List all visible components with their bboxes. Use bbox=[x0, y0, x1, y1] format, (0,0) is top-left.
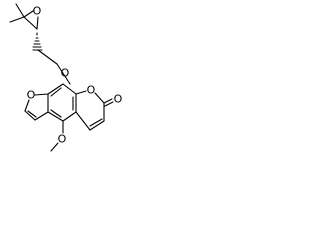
ch2-bond-2 bbox=[56, 63, 71, 85]
carbonyl-double-bond-2 bbox=[104, 101, 114, 107]
methoxy-oxygen-label: O bbox=[58, 133, 67, 146]
lactone-oxygen-label: O bbox=[87, 84, 96, 97]
epoxide-bond-c-o-right bbox=[36, 16, 39, 30]
methoxy-group: O bbox=[50, 120, 67, 152]
benzene-ring bbox=[47, 83, 77, 122]
furan-oxygen-label: O bbox=[27, 89, 36, 102]
methyl-bond-2 bbox=[9, 16, 25, 23]
furan-ring: O bbox=[24, 89, 49, 121]
epoxide-bond-c-c bbox=[23, 16, 38, 30]
ch2-bond-1 bbox=[37, 49, 58, 65]
methyl-bond-1 bbox=[15, 3, 25, 18]
lactone-ring: O O bbox=[75, 84, 123, 131]
ether-oxygen-label: O bbox=[61, 67, 70, 80]
carbonyl-oxygen-label: O bbox=[114, 93, 123, 106]
epoxide-oxygen-label: O bbox=[33, 5, 42, 18]
epoxide-bond-c-o-left bbox=[23, 10, 34, 18]
molecule-structure-diagram: O O O O O bbox=[9, 3, 123, 152]
epoxide-group: O bbox=[9, 3, 43, 51]
hashed-wedge-bond bbox=[32, 32, 43, 51]
carbonyl-double-bond-1 bbox=[103, 98, 113, 104]
